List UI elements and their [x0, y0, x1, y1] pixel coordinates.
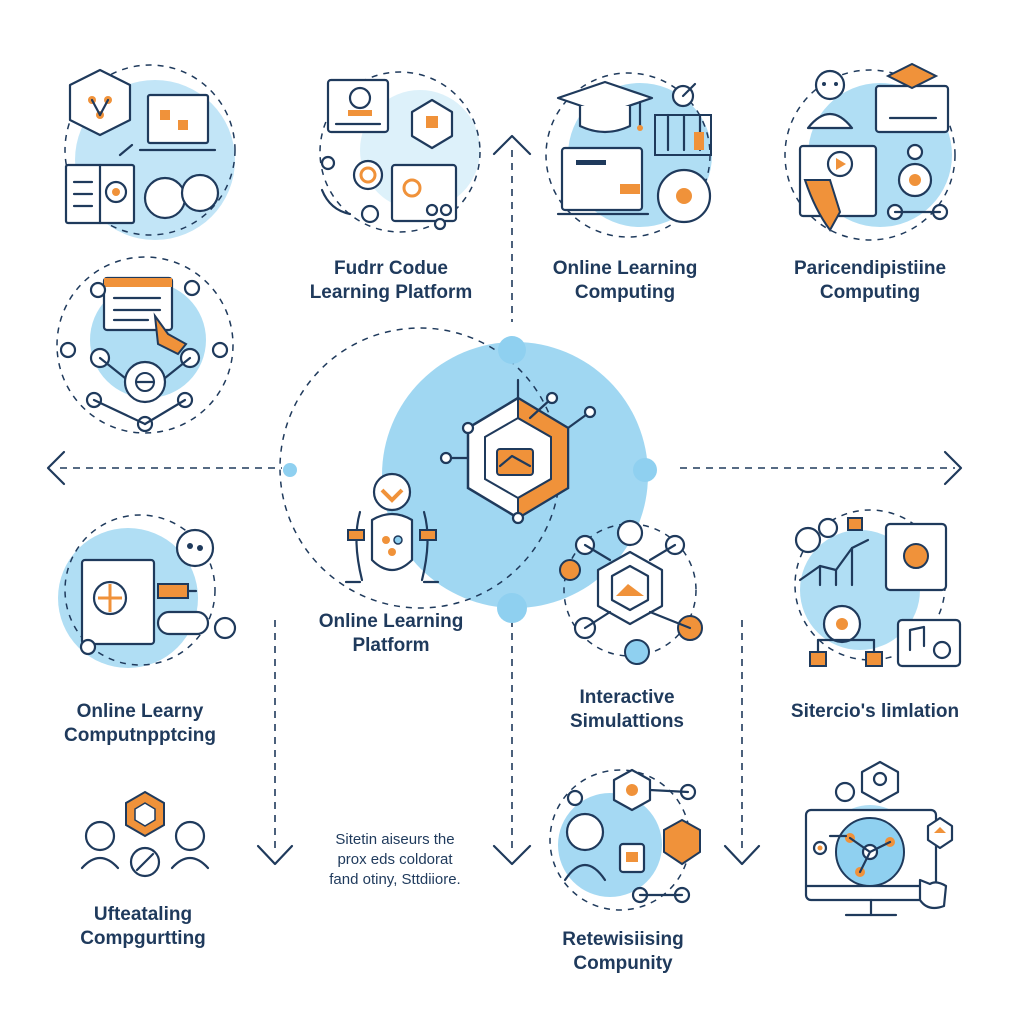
- hands-shield-icon: [344, 472, 440, 584]
- student-screen-icon: [784, 62, 956, 241]
- note-line: Sitetin aiseurs the: [335, 831, 455, 848]
- arrow-left-icon: [46, 450, 66, 486]
- label-paricendipistiine-computing: Paricendipistiine Computing: [765, 257, 975, 305]
- label-line: Online Learning: [318, 611, 464, 632]
- person-network-icon: [549, 768, 701, 911]
- label-interactive-simulattions: Interactive Simulattions: [532, 686, 722, 734]
- note-line: prox eds coldorat: [337, 851, 453, 868]
- label-line: Learning Platform: [309, 282, 473, 303]
- label-line: Paricendipistiine: [793, 258, 947, 279]
- label-line: Computing: [574, 282, 676, 303]
- arrow-down-left-icon: [256, 844, 294, 866]
- document-hand-icon: [56, 256, 234, 434]
- label-line: Computing: [819, 282, 921, 303]
- label-line: Online Learning: [552, 258, 698, 279]
- label-fudrr-codue-learning-platform: Fudrr Codue Learning Platform: [296, 257, 486, 305]
- label-line: Compunity: [573, 953, 673, 974]
- label-line: Computnpptcing: [64, 725, 216, 746]
- connector-lines: [60, 150, 955, 850]
- label-line: Simulattions: [569, 711, 684, 732]
- arrow-down-center-icon: [492, 844, 532, 866]
- arrow-right-icon: [943, 450, 963, 486]
- globe-map-icon: [58, 514, 237, 668]
- label-line: Compgurtting: [80, 928, 206, 949]
- label-online-learny-computnpptcing: Online Learny Computnpptcing: [40, 700, 240, 748]
- label-line: Online Learny: [76, 701, 204, 722]
- label-line: Ufteataling: [93, 904, 193, 925]
- label-ufteataling-compgurtting: Ufteataling Compgurtting: [48, 903, 238, 951]
- arrow-up-icon: [492, 134, 532, 156]
- label-online-learning-platform-center: Online Learning Platform: [296, 610, 486, 658]
- monitor-network-icon: [804, 760, 954, 917]
- label-sitercios-limlation: Sitercio's limlation: [770, 700, 980, 724]
- hexagon-network-icon: [559, 519, 703, 665]
- graduation-cap-icon: [545, 72, 712, 238]
- label-line: Interactive: [579, 687, 675, 708]
- label-line: Platform: [352, 635, 430, 656]
- network-cube-icon: [64, 64, 236, 240]
- arrow-down-right-icon: [723, 844, 761, 866]
- note-sitetin-aiseurs: Sitetin aiseurs the prox eds coldorat fa…: [290, 830, 500, 890]
- label-online-learning-computing-top: Online Learning Computing: [530, 257, 720, 305]
- label-line: Fudrr Codue: [334, 258, 448, 279]
- note-line: fand otiny, Sttdiiore.: [329, 871, 461, 888]
- people-hexagon-icon: [80, 790, 210, 878]
- label-retewisiising-compunity: Retewisiising Compunity: [528, 928, 718, 976]
- label-line: Retewisiising: [562, 929, 684, 950]
- presentation-board-icon: [319, 71, 481, 233]
- label-line: Sitercio's limlation: [790, 701, 960, 722]
- analytics-chart-icon: [794, 509, 962, 668]
